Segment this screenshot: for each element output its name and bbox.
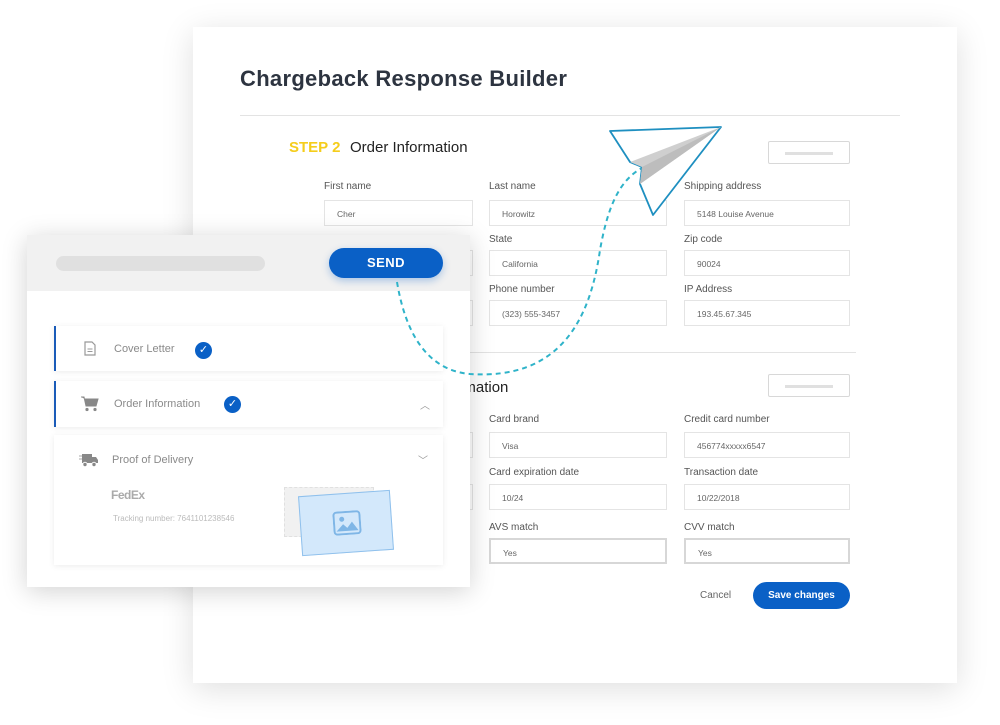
chevron-down-icon[interactable]: ﹀ (418, 456, 428, 467)
list-item-proof-of-delivery[interactable]: Proof of Delivery ﹀ FedEx Tracking numbe… (54, 435, 443, 565)
field-label: AVS match (489, 522, 539, 533)
dashed-flight-path (396, 167, 643, 376)
state-input[interactable]: California (489, 250, 667, 276)
send-button[interactable]: SEND (329, 248, 443, 278)
transaction-date-input[interactable]: 10/22/2018 (684, 484, 850, 510)
field-label: Card expiration date (489, 467, 580, 478)
last-name-input[interactable]: Horowitz (489, 200, 667, 226)
list-item-order-information[interactable]: Order Information ✓ ︿ (54, 381, 443, 427)
image-card (298, 489, 394, 557)
card-brand-input[interactable]: Visa (489, 432, 667, 458)
cancel-button[interactable]: Cancel (700, 590, 732, 601)
step-label: STEP 2 (289, 139, 341, 156)
paper-plane-icon (609, 126, 722, 216)
card-expiration-input[interactable]: 10/24 (489, 484, 667, 510)
field-label: Phone number (489, 284, 555, 295)
item-label: Cover Letter (114, 343, 175, 355)
field-label: Shipping address (684, 181, 762, 192)
check-icon: ✓ (224, 396, 241, 413)
avs-match-select[interactable]: Yes (489, 538, 667, 564)
field-label: Transaction date (684, 467, 759, 478)
cvv-match-select[interactable]: Yes (684, 538, 850, 564)
zip-code-input[interactable]: 90024 (684, 250, 850, 276)
field-label: First name (324, 181, 372, 192)
page-title: Chargeback Response Builder (240, 66, 568, 91)
save-changes-button[interactable]: Save changes (753, 582, 850, 609)
section-action-button[interactable] (768, 374, 850, 397)
first-name-input[interactable]: Cher (324, 200, 473, 226)
field-label: Card brand (489, 414, 540, 425)
fedex-logo: FedEx (111, 488, 145, 502)
document-icon (84, 341, 96, 356)
truck-icon (79, 454, 98, 468)
ip-address-input[interactable]: 193.45.67.345 (684, 300, 850, 326)
chevron-up-icon[interactable]: ︿ (420, 401, 430, 412)
divider (240, 115, 900, 116)
divider (300, 352, 856, 353)
phone-number-input[interactable]: (323) 555-3457 (489, 300, 667, 326)
cart-icon (81, 396, 99, 412)
placeholder-bar (56, 256, 265, 271)
shipping-address-input[interactable]: 5148 Louise Avenue (684, 200, 850, 226)
item-label: Proof of Delivery (112, 454, 194, 466)
field-label: CVV match (684, 522, 735, 533)
field-label: State (489, 234, 513, 245)
image-icon (332, 510, 362, 536)
section-action-button[interactable] (768, 141, 850, 164)
tracking-number: Tracking number: 7641101238546 (113, 514, 235, 523)
field-label: Zip code (684, 234, 723, 245)
list-item-cover-letter[interactable]: Cover Letter ✓ (54, 326, 443, 371)
item-label: Order Information (114, 398, 201, 410)
section-heading: Order Information (350, 139, 468, 156)
credit-card-number-input[interactable]: 456774xxxxx6547 (684, 432, 850, 458)
field-label: Last name (489, 181, 536, 192)
field-label: Credit card number (684, 414, 770, 425)
check-icon: ✓ (195, 342, 212, 359)
field-label: IP Address (684, 284, 733, 295)
